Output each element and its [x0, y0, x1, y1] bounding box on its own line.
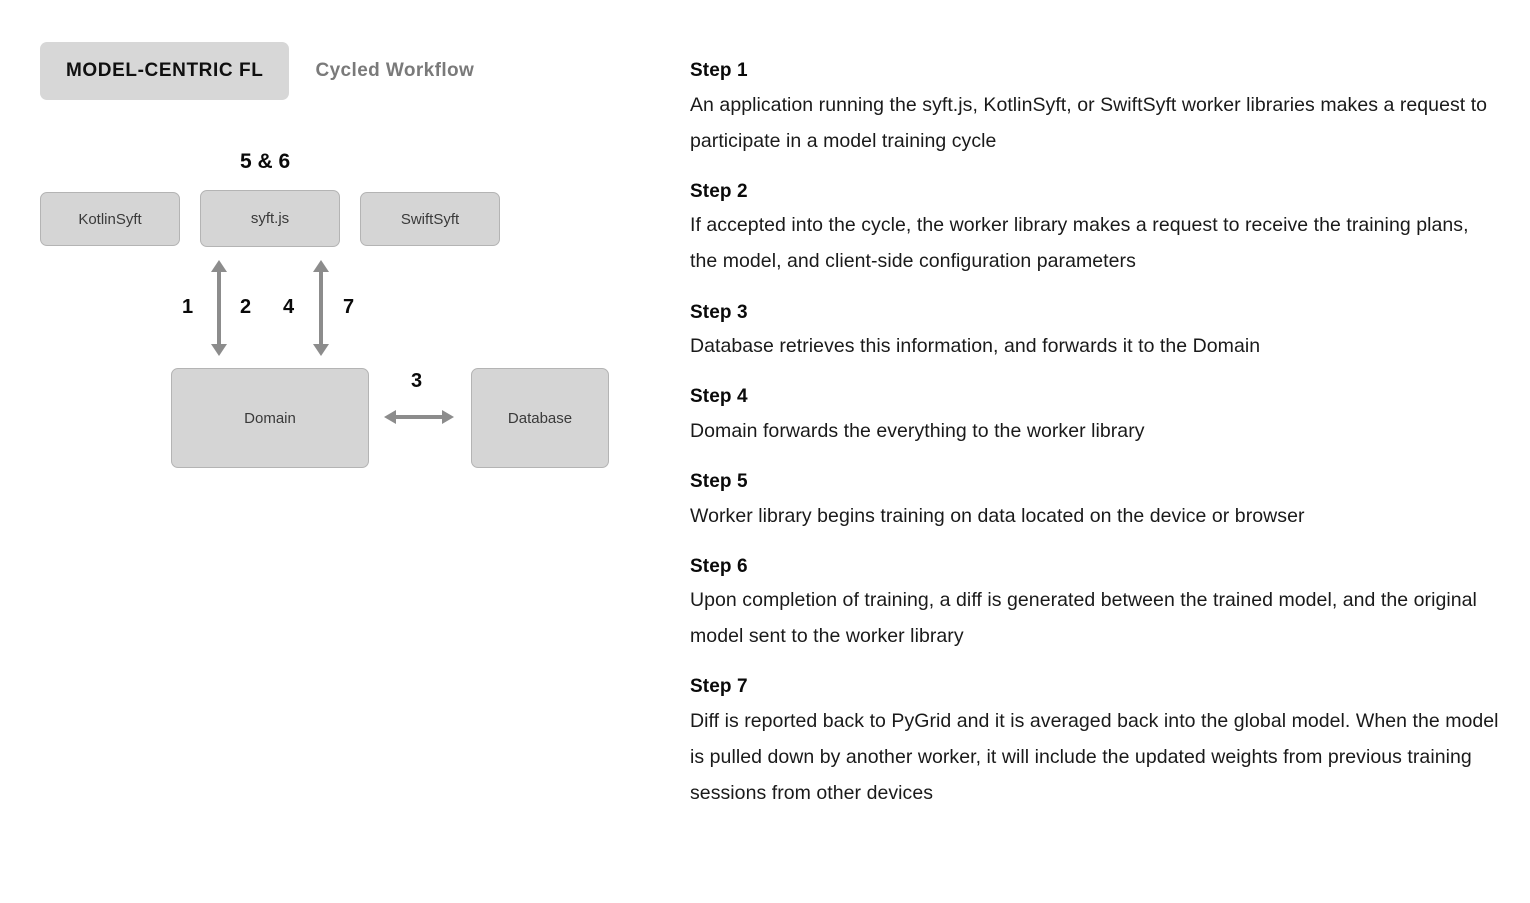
double-arrow-vertical-left-icon: [211, 260, 227, 356]
edge-label-4: 4: [283, 296, 295, 318]
step-body: Diff is reported back to PyGrid and it i…: [690, 710, 1499, 805]
tab-cycled-workflow[interactable]: Cycled Workflow: [315, 60, 475, 81]
step-item: Step 2 If accepted into the cycle, the w…: [690, 179, 1500, 280]
node-database-label: Database: [507, 409, 573, 427]
edge-label-1: 1: [182, 296, 194, 318]
step-body: Domain forwards the everything to the wo…: [690, 419, 1145, 442]
node-syftjs: syft.js: [200, 190, 340, 247]
double-arrow-horizontal-icon: [384, 410, 454, 424]
step-item: Step 3 Database retrieves this informati…: [690, 300, 1500, 365]
node-domain: Domain: [171, 368, 369, 468]
double-arrow-vertical-right-icon: [313, 260, 329, 356]
step-title: Step 4: [690, 386, 748, 408]
steps-list: Step 1 An application running the syft.j…: [690, 58, 1500, 811]
step-title: Step 6: [690, 555, 748, 577]
step-body: Worker library begins training on data l…: [690, 504, 1305, 527]
header-tab-bar: MODEL-CENTRIC FL Cycled Workflow: [40, 42, 482, 100]
node-kotlinsyft: KotlinSyft: [40, 192, 180, 246]
step-body: An application running the syft.js, Kotl…: [690, 93, 1488, 152]
step-body: Database retrieves this information, and…: [690, 335, 1261, 358]
step-item: Step 6 Upon completion of training, a di…: [690, 554, 1500, 655]
step-title: Step 1: [690, 60, 748, 81]
step-body: Upon completion of training, a diff is g…: [690, 589, 1477, 648]
workflow-diagram: 5 & 6 KotlinSyft syft.js SwiftSyft 1 2 4…: [0, 0, 660, 520]
node-swiftsyft-label: SwiftSyft: [400, 210, 460, 228]
edge-label-5-and-6: 5 & 6: [240, 150, 291, 173]
step-item: Step 1 An application running the syft.j…: [690, 58, 1500, 159]
step-title: Step 3: [690, 301, 748, 323]
step-title: Step 5: [690, 470, 748, 492]
step-item: Step 5 Worker library begins training on…: [690, 469, 1500, 534]
step-body: If accepted into the cycle, the worker l…: [690, 214, 1469, 273]
node-kotlinsyft-label: KotlinSyft: [78, 210, 142, 228]
node-domain-label: Domain: [244, 409, 296, 427]
tab-model-centric-fl[interactable]: MODEL-CENTRIC FL: [40, 42, 290, 100]
edge-label-2: 2: [240, 296, 252, 318]
step-title: Step 2: [690, 180, 748, 202]
node-swiftsyft: SwiftSyft: [360, 192, 500, 246]
node-syftjs-label: syft.js: [250, 210, 290, 227]
edge-label-3: 3: [411, 370, 423, 392]
step-item: Step 4 Domain forwards the everything to…: [690, 384, 1500, 449]
node-database: Database: [471, 368, 609, 468]
edge-label-7: 7: [343, 296, 355, 318]
step-item: Step 7 Diff is reported back to PyGrid a…: [690, 674, 1500, 811]
step-title: Step 7: [690, 676, 748, 698]
